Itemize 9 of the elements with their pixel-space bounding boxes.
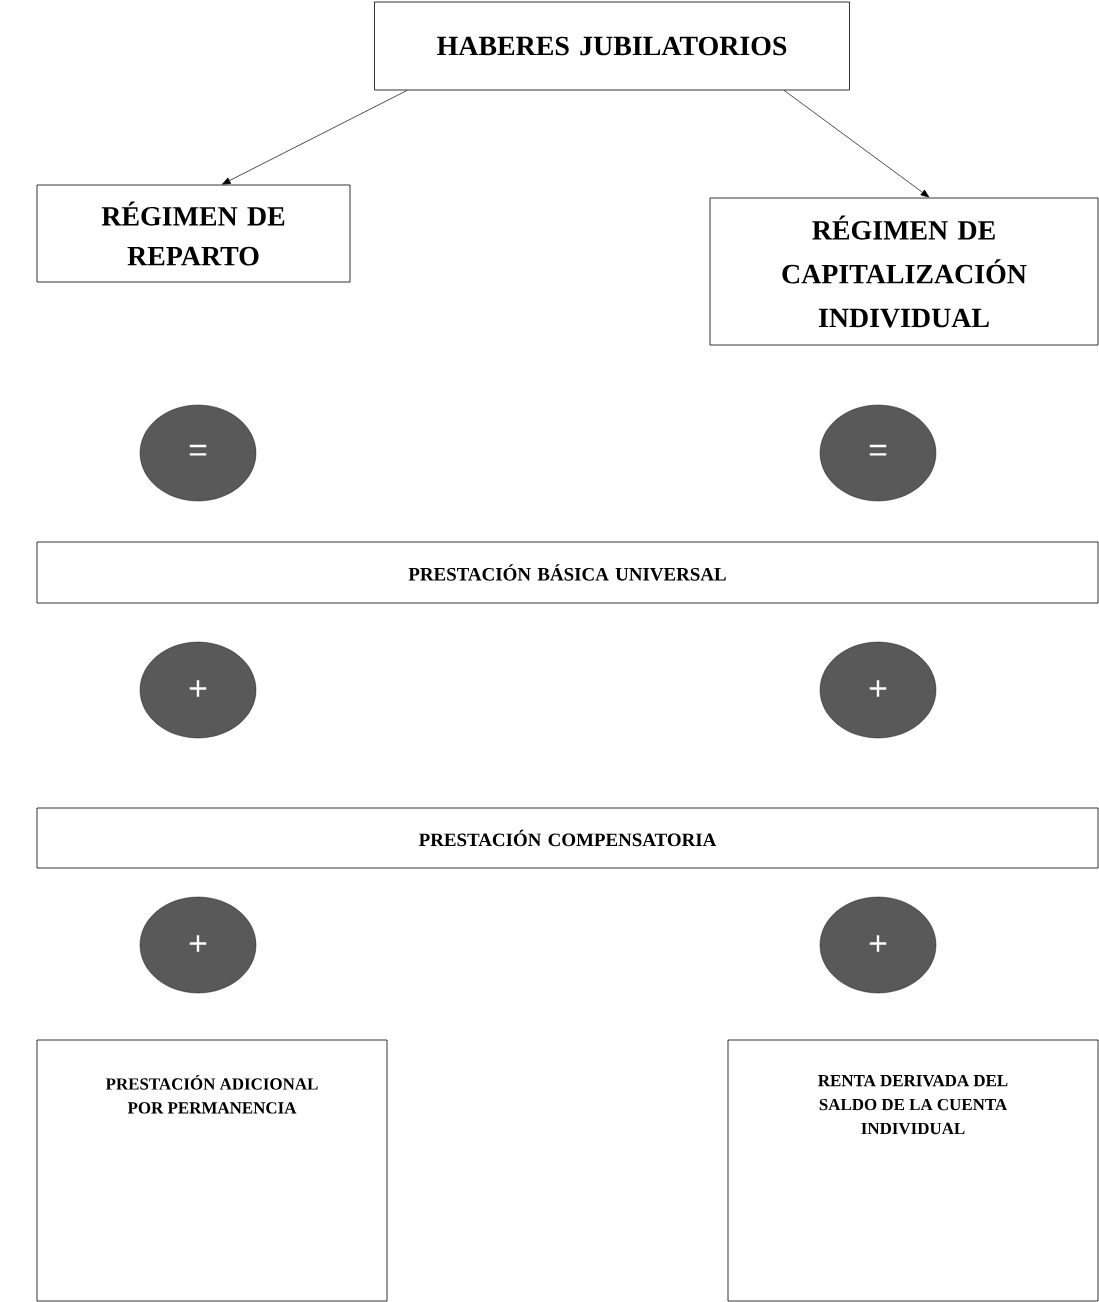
title-box: HABERES JUBILATORIOS: [374, 1, 850, 91]
benefit-box: RENTA DERIVADA DEL SALDO DE LA CUENTA INDIVIDUAL: [727, 1039, 1099, 1302]
benefit-band: PRESTACIÓN BÁSICA UNIVERSAL: [36, 541, 1099, 604]
arrow: [222, 90, 408, 185]
benefit-band: PRESTACIÓN COMPENSATORIA: [36, 807, 1099, 869]
regime-box: RÉGIMEN DE REPARTO: [36, 184, 351, 283]
regime-box: RÉGIMEN DE CAPITALIZACIÓN INDIVIDUAL: [709, 197, 1099, 346]
benefit-box: PRESTACIÓN ADICIONAL POR PERMANENCIA: [36, 1039, 388, 1302]
arrow: [783, 90, 930, 198]
